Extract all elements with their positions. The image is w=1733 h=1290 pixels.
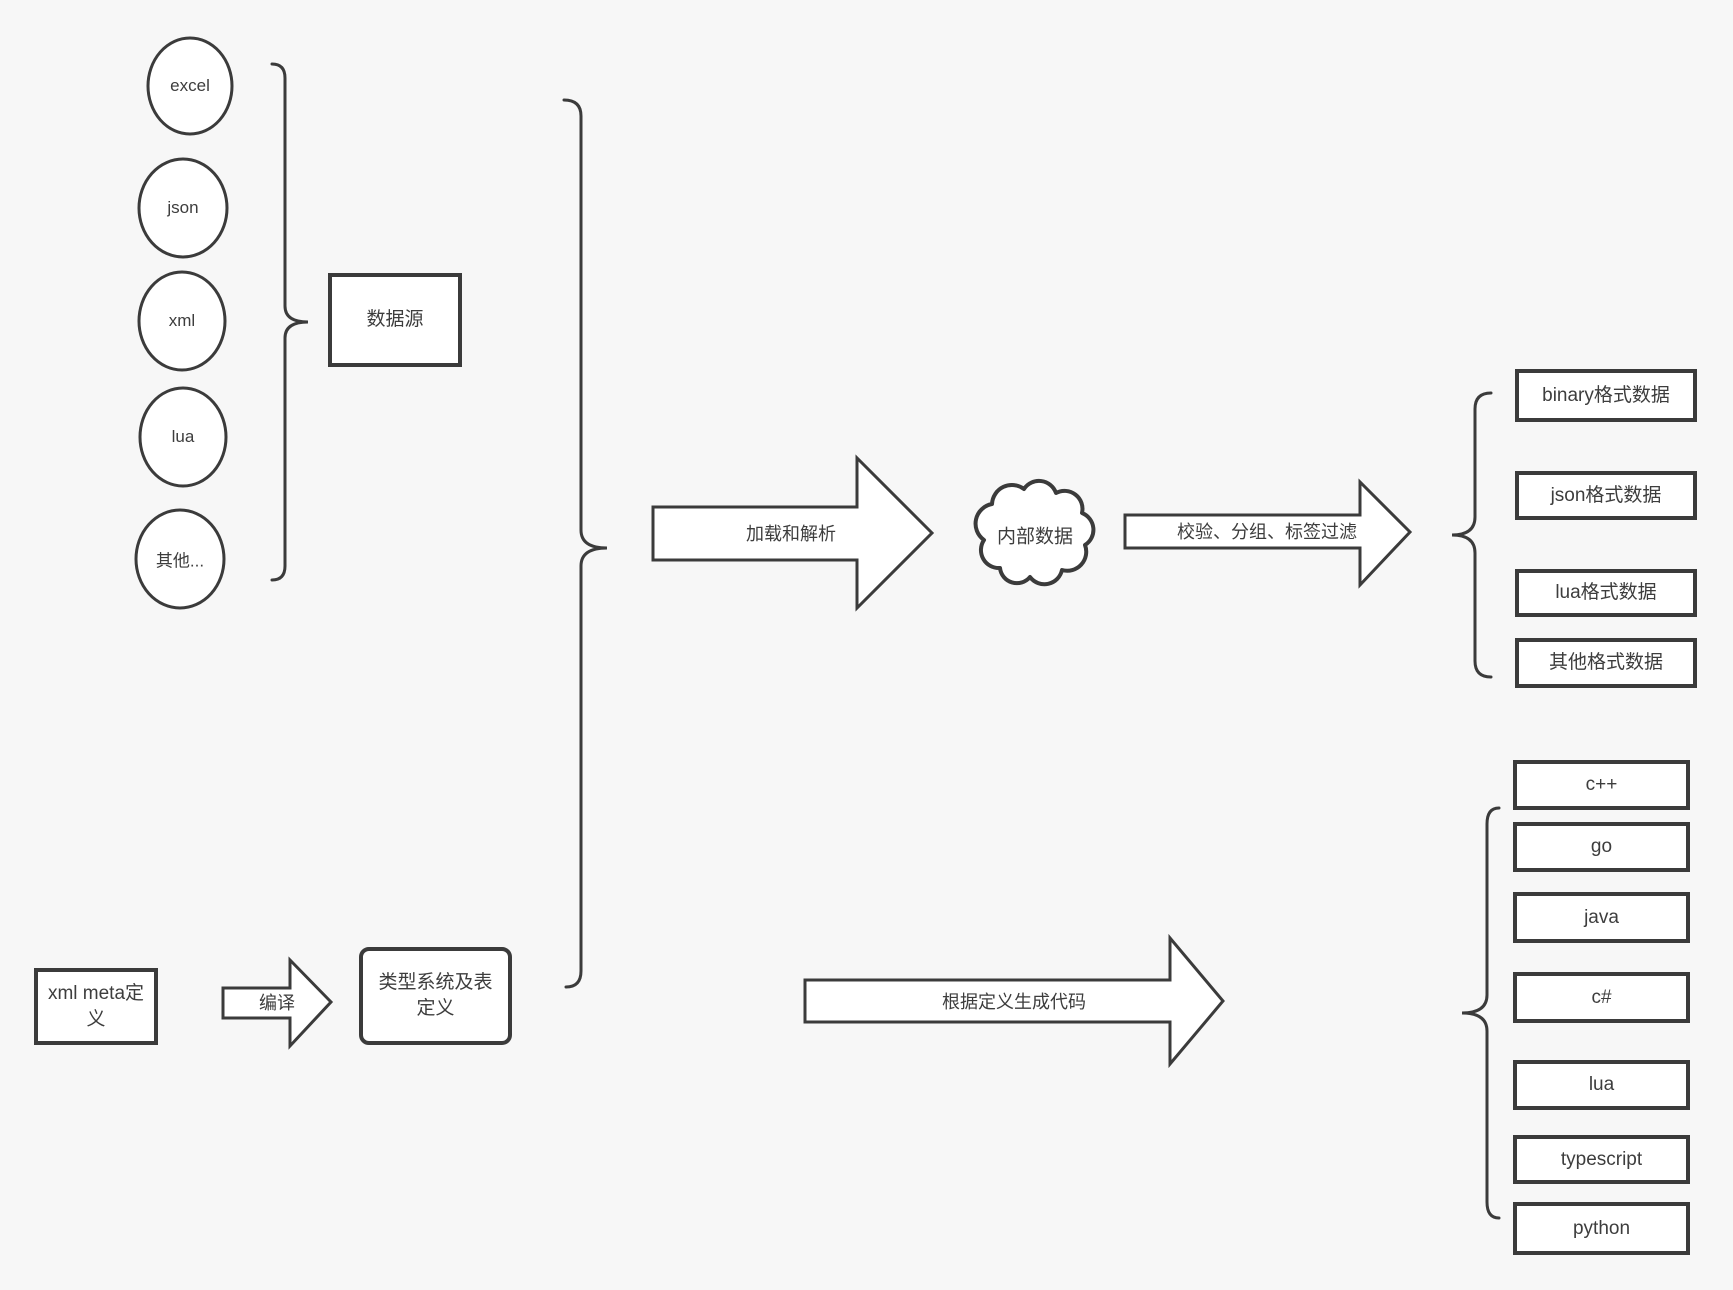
load-parse-label: 加载和解析	[746, 524, 836, 544]
language-box-go: go	[1513, 822, 1690, 872]
load-parse-arrow	[651, 454, 935, 612]
lua-ellipse	[138, 386, 228, 488]
format-box-json: json格式数据	[1515, 471, 1697, 520]
language-label-java: java	[1584, 906, 1619, 928]
json-ellipse	[137, 157, 229, 259]
type-system-box: 类型系统及表定义	[359, 947, 512, 1045]
xml-ellipse	[137, 270, 227, 372]
internal-data-label: 内部数据	[996, 526, 1074, 548]
languages-brace	[1461, 806, 1501, 1220]
source-label-lua: lua	[171, 427, 195, 446]
language-box-lua: lua	[1513, 1060, 1690, 1110]
language-box-typescript: typescript	[1513, 1135, 1690, 1184]
language-label-cpp: c++	[1585, 774, 1618, 796]
generate-code-arrow	[803, 933, 1225, 1069]
filter-label: 校验、分组、标签过滤	[1177, 522, 1357, 542]
format-box-lua: lua格式数据	[1515, 569, 1697, 617]
internal-data-cloud	[973, 478, 1096, 587]
formats-brace	[1451, 391, 1493, 679]
language-box-cpp: c++	[1513, 760, 1690, 810]
language-box-java: java	[1513, 892, 1690, 943]
other-ellipse	[134, 508, 226, 610]
filter-arrow	[1123, 478, 1413, 589]
type-system-label: 类型系统及表定义	[378, 972, 493, 1019]
compile-arrow	[221, 956, 334, 1050]
format-box-binary: binary格式数据	[1515, 369, 1697, 422]
data-source-box: 数据源	[328, 273, 462, 367]
source-label-excel: excel	[170, 76, 210, 95]
format-label-lua: lua格式数据	[1555, 582, 1657, 604]
xml-meta-label: xml meta定义	[47, 982, 145, 1030]
source-label-other: 其他...	[155, 551, 205, 571]
sources-brace	[270, 62, 309, 582]
generate-label: 根据定义生成代码	[942, 992, 1086, 1012]
language-label-lua: lua	[1588, 1074, 1615, 1096]
language-label-python: python	[1572, 1217, 1631, 1239]
source-label-xml: xml	[168, 311, 196, 330]
main-brace	[562, 98, 608, 989]
xml-meta-box: xml meta定义	[34, 968, 158, 1045]
excel-ellipse	[146, 36, 234, 136]
language-label-go: go	[1590, 836, 1613, 858]
language-box-python: python	[1513, 1202, 1690, 1255]
language-label-csharp: c#	[1591, 986, 1612, 1008]
data-source-label: 数据源	[366, 309, 424, 331]
language-label-typescript: typescript	[1560, 1148, 1643, 1170]
compile-label: 编译	[259, 993, 295, 1013]
source-label-json: json	[167, 198, 199, 217]
format-box-other: 其他格式数据	[1515, 638, 1697, 688]
format-label-binary: binary格式数据	[1542, 384, 1670, 406]
language-box-csharp: c#	[1513, 972, 1690, 1023]
format-label-other: 其他格式数据	[1548, 652, 1663, 674]
format-label-json: json格式数据	[1550, 484, 1662, 506]
